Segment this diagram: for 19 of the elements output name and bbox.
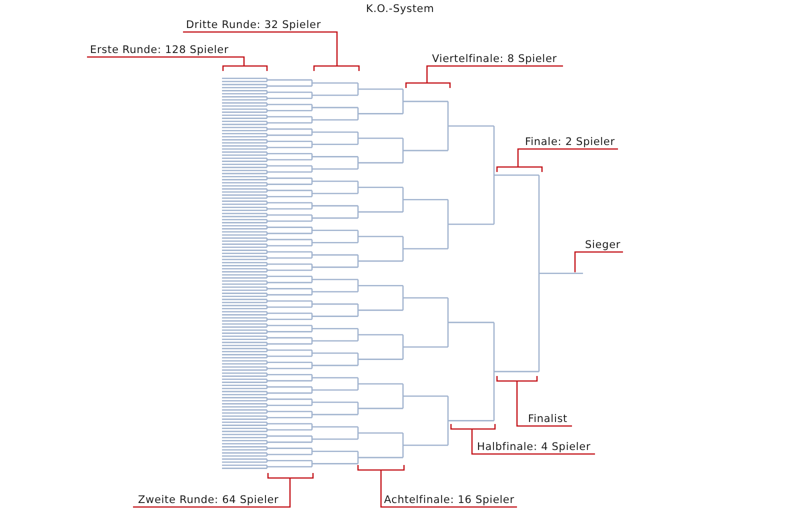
leader-line [133,478,291,508]
leader-line [574,251,623,272]
leader-line [183,31,338,66]
leader-line [380,470,517,508]
leader-line [516,381,572,427]
leader-line [471,429,595,455]
callout-label: Sieger [585,239,623,252]
leader-line [517,148,618,167]
callout-label: Halbfinale: 4 Spieler [477,441,595,454]
leader-line [426,65,563,83]
callout-label: Zweite Runde: 64 Spieler [133,494,279,507]
callout-label: Erste Runde: 128 Spieler [87,44,229,57]
diagram-title: K.O.-System [366,3,434,16]
callout-label: Dritte Runde: 32 Spieler [183,19,321,32]
leader-line [87,56,245,66]
callout-label: Viertelfinale: 8 Spieler [432,53,563,66]
callout-label: Achtelfinale: 16 Spieler [384,494,518,507]
callout-label: Finalist [528,413,572,426]
callout-label: Finale: 2 Spieler [525,136,618,149]
